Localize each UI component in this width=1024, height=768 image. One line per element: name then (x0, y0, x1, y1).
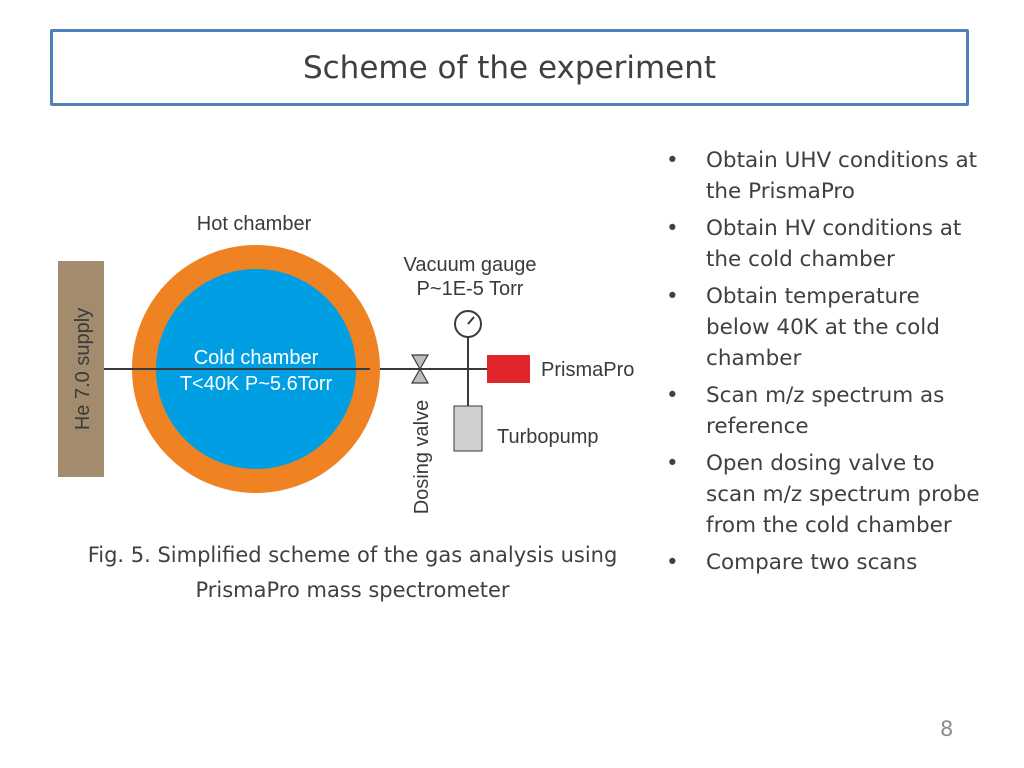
he-supply-box (58, 261, 104, 477)
bullet-item: Obtain temperature below 40K at the cold… (664, 281, 984, 374)
bullet-item: Compare two scans (664, 547, 984, 578)
bullet-list: Obtain UHV conditions at the PrismaPro O… (664, 145, 984, 584)
bullet-item: Obtain HV conditions at the cold chamber (664, 213, 984, 275)
slide-title-box: Scheme of the experiment (50, 29, 969, 106)
figure-caption: Fig. 5. Simplified scheme of the gas ana… (55, 538, 650, 608)
he-supply-label: He 7.0 supply (72, 308, 94, 430)
figure-caption-line-2: PrismaPro mass spectrometer (195, 578, 510, 602)
figure-caption-line-1: Fig. 5. Simplified scheme of the gas ana… (87, 543, 618, 567)
bullet-item: Scan m/z spectrum as reference (664, 380, 984, 442)
cold-chamber-label: Cold chamber (194, 347, 319, 369)
page-number: 8 (940, 717, 954, 741)
cold-chamber-conditions: T<40K P~5.6Torr (180, 373, 333, 395)
turbopump-box (453, 405, 483, 452)
hot-chamber-label: Hot chamber (197, 213, 312, 235)
turbopump-label: Turbopump (497, 426, 599, 448)
bullet-item: Open dosing valve to scan m/z spectrum p… (664, 448, 984, 541)
vacuum-gauge-label: Vacuum gauge (403, 254, 536, 276)
vacuum-gauge-pressure: P~1E-5 Torr (417, 278, 524, 300)
prismapro-box (487, 355, 530, 383)
prismapro-label: PrismaPro (541, 359, 634, 381)
bullet-item: Obtain UHV conditions at the PrismaPro (664, 145, 984, 207)
dosing-valve-label: Dosing valve (411, 400, 433, 515)
slide-title: Scheme of the experiment (302, 49, 717, 86)
dosing-valve-icon (410, 354, 430, 384)
vacuum-gauge-needle (467, 316, 475, 325)
